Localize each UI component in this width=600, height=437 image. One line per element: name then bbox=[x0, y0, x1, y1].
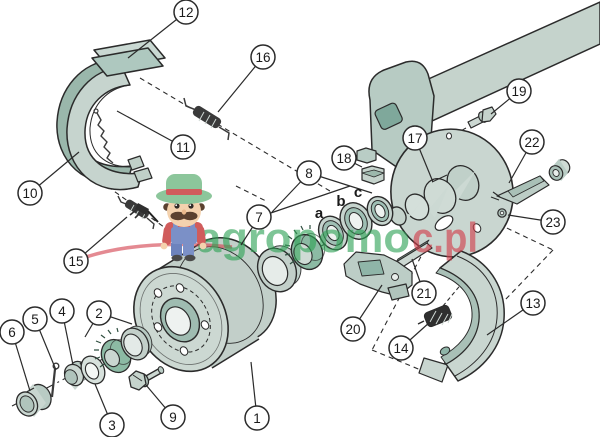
callout-circle-13 bbox=[520, 290, 546, 316]
lining-plate-12 bbox=[91, 47, 164, 77]
watermark: agropomo c.pl bbox=[85, 214, 478, 261]
bearing-race-7 bbox=[256, 245, 302, 293]
callout-number-1: 1 bbox=[253, 411, 261, 426]
callout-number-3: 3 bbox=[108, 418, 116, 433]
farmer-mascot bbox=[129, 174, 212, 262]
brake-shoe-set-left bbox=[56, 39, 166, 191]
callout-number-15: 15 bbox=[68, 254, 83, 269]
callout-number-19: 19 bbox=[511, 84, 526, 99]
dashed-segment bbox=[235, 185, 267, 202]
plate-slot bbox=[434, 215, 454, 231]
callout-number-4: 4 bbox=[58, 304, 66, 319]
callout-circle-6 bbox=[0, 319, 25, 345]
callout-number-6: 6 bbox=[8, 325, 16, 340]
plate-hole-top bbox=[446, 132, 452, 140]
callout-number-10: 10 bbox=[22, 186, 37, 201]
adjuster-wedge-22 bbox=[490, 175, 550, 205]
callout-circle-20 bbox=[340, 316, 366, 342]
bearing-cone-7 bbox=[284, 225, 326, 271]
ref-letter-a: a bbox=[315, 205, 324, 222]
callout-number-16: 16 bbox=[255, 50, 270, 65]
callout-number-20: 20 bbox=[345, 322, 360, 337]
bearing-cone-2 bbox=[94, 327, 133, 374]
leader-line-7 bbox=[258, 185, 351, 218]
callout-number-17: 17 bbox=[407, 131, 422, 146]
callout-circle-7 bbox=[246, 204, 272, 230]
seal-b bbox=[339, 202, 373, 240]
callout-number-21: 21 bbox=[416, 286, 431, 301]
callout-circle-3 bbox=[99, 412, 125, 437]
axle-keys-18 bbox=[356, 147, 385, 185]
expander-housing-20 bbox=[343, 251, 413, 301]
stub-axle bbox=[389, 165, 480, 226]
callout-number-14: 14 bbox=[393, 341, 409, 356]
callout-circle-21 bbox=[411, 280, 437, 306]
plate-bolt-19 bbox=[467, 106, 497, 129]
callout-number-2: 2 bbox=[95, 306, 103, 321]
callout-circle-4 bbox=[49, 298, 75, 324]
ref-letter-b: b bbox=[336, 193, 345, 210]
callout-circle-16 bbox=[250, 44, 276, 70]
seal-c bbox=[366, 195, 394, 227]
callout-circle-1 bbox=[244, 405, 270, 431]
callout-number-12: 12 bbox=[178, 5, 193, 20]
watermark-text-green: agropomo bbox=[197, 214, 410, 261]
callout-circle-5 bbox=[22, 306, 48, 332]
callout-circle-8 bbox=[296, 160, 322, 186]
adjuster-bushing-22 bbox=[548, 159, 571, 181]
dust-cap-6 bbox=[15, 383, 52, 417]
callout-number-18: 18 bbox=[336, 151, 351, 166]
callout-circle-9 bbox=[160, 404, 186, 430]
callout-circle-19 bbox=[506, 78, 532, 104]
callout-number-5: 5 bbox=[31, 312, 39, 327]
shoe-return-spring bbox=[96, 112, 114, 164]
callout-number-9: 9 bbox=[169, 410, 177, 425]
bracket-hole bbox=[374, 102, 403, 130]
mascot-hat-band bbox=[166, 189, 202, 195]
brake-drum-1 bbox=[133, 236, 277, 373]
bolt-circle-dashed bbox=[151, 285, 211, 353]
callout-number-7: 7 bbox=[255, 210, 263, 225]
ref-letter-c: c bbox=[354, 184, 362, 201]
dashed-line-lower bbox=[92, 175, 176, 236]
callout-circle-18 bbox=[331, 145, 357, 171]
hub-bolt-9 bbox=[128, 366, 165, 391]
callout-circle-17 bbox=[402, 125, 428, 151]
callout-number-23: 23 bbox=[545, 215, 560, 230]
watermark-swoosh bbox=[85, 242, 233, 259]
callout-circle-12 bbox=[173, 0, 199, 25]
callout-circle-14 bbox=[388, 335, 414, 361]
return-spring-16 bbox=[183, 97, 230, 141]
watermark-text-red: c.pl bbox=[412, 214, 478, 261]
callout-circle-23 bbox=[540, 209, 566, 235]
mascot-overalls bbox=[171, 227, 197, 244]
callout-circle-10 bbox=[17, 180, 43, 206]
callout-number-8: 8 bbox=[305, 166, 313, 181]
callout-number-22: 22 bbox=[524, 135, 539, 150]
seal-a bbox=[317, 215, 349, 251]
callout-circle-15 bbox=[63, 248, 89, 274]
brake-shoe-13 bbox=[418, 250, 505, 383]
adjuster-spring-14 bbox=[417, 304, 453, 328]
pitchfork-icon bbox=[129, 203, 159, 223]
callout-circle-2 bbox=[86, 300, 112, 326]
adjuster-nut-23 bbox=[497, 208, 507, 218]
bearing-race-2 bbox=[120, 325, 153, 361]
mascot-mustache bbox=[182, 211, 198, 221]
stud-holes bbox=[153, 283, 210, 356]
callout-number-13: 13 bbox=[525, 296, 540, 311]
callout-circle-22 bbox=[519, 129, 545, 155]
plate-hole-bottom bbox=[472, 223, 482, 233]
callout-number-11: 11 bbox=[176, 140, 190, 155]
callout-circle-11 bbox=[170, 134, 196, 160]
